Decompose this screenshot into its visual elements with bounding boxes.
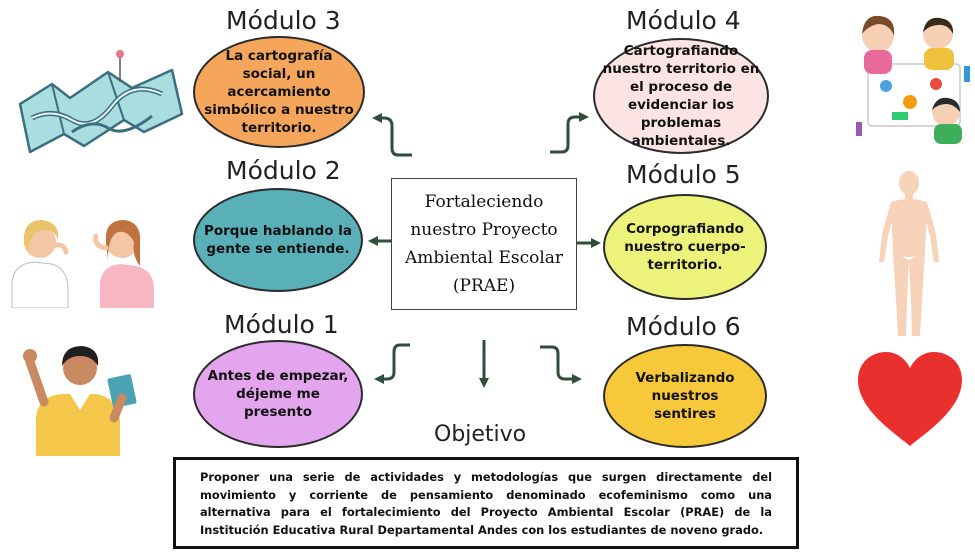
module-1-text: Antes de empezar, déjeme me presento (207, 368, 349, 420)
module-1-node: Antes de empezar, déjeme me presento (193, 340, 363, 448)
arrow-to-module-6 (540, 345, 582, 384)
objective-title: Objetivo (434, 422, 527, 447)
module-5-title: Módulo 5 (626, 160, 741, 189)
module-2-title: Módulo 2 (226, 156, 341, 185)
module-6-title: Módulo 6 (626, 312, 741, 341)
arrow-to-module-1 (374, 343, 410, 384)
module-3-text: La cartografía social, un acercamiento s… (204, 48, 354, 136)
module-1-title: Módulo 1 (224, 310, 339, 339)
man-reading-icon (23, 346, 137, 456)
children-drawing-icon (856, 15, 970, 144)
module-4-title: Módulo 4 (626, 6, 741, 35)
human-body-icon (879, 171, 939, 336)
module-5-node: Corpografiando nuestro cuerpo-territorio… (603, 194, 767, 300)
center-title-box: Fortaleciendo nuestro Proyecto Ambiental… (391, 178, 577, 310)
map-icon (18, 50, 184, 154)
objective-box: Proponer una serie de actividades y meto… (173, 457, 799, 549)
module-2-text: Porque hablando la gente se entiende. (203, 223, 353, 257)
module-4-text: Cartografiando nuestro territorio en el … (602, 43, 760, 149)
module-6-node: Verbalizando nuestros sentires (603, 344, 767, 448)
objective-text: Proponer una serie de actividades y meto… (200, 470, 772, 537)
module-6-text: Verbalizando nuestros sentires (635, 370, 735, 422)
module-5-text: Corpografiando nuestro cuerpo-territorio… (624, 221, 746, 273)
module-4-node: Cartografiando nuestro territorio en el … (593, 38, 769, 154)
center-title: Fortaleciendo nuestro Proyecto Ambiental… (404, 192, 564, 296)
heart-icon (858, 352, 962, 446)
module-3-title: Módulo 3 (226, 6, 341, 35)
module-3-node: La cartografía social, un acercamiento s… (193, 36, 365, 148)
module-2-node: Porque hablando la gente se entiende. (193, 188, 363, 292)
arrow-to-module-4 (550, 112, 589, 154)
gossiping-women-icon (11, 220, 154, 308)
arrow-to-module-3 (372, 113, 412, 157)
